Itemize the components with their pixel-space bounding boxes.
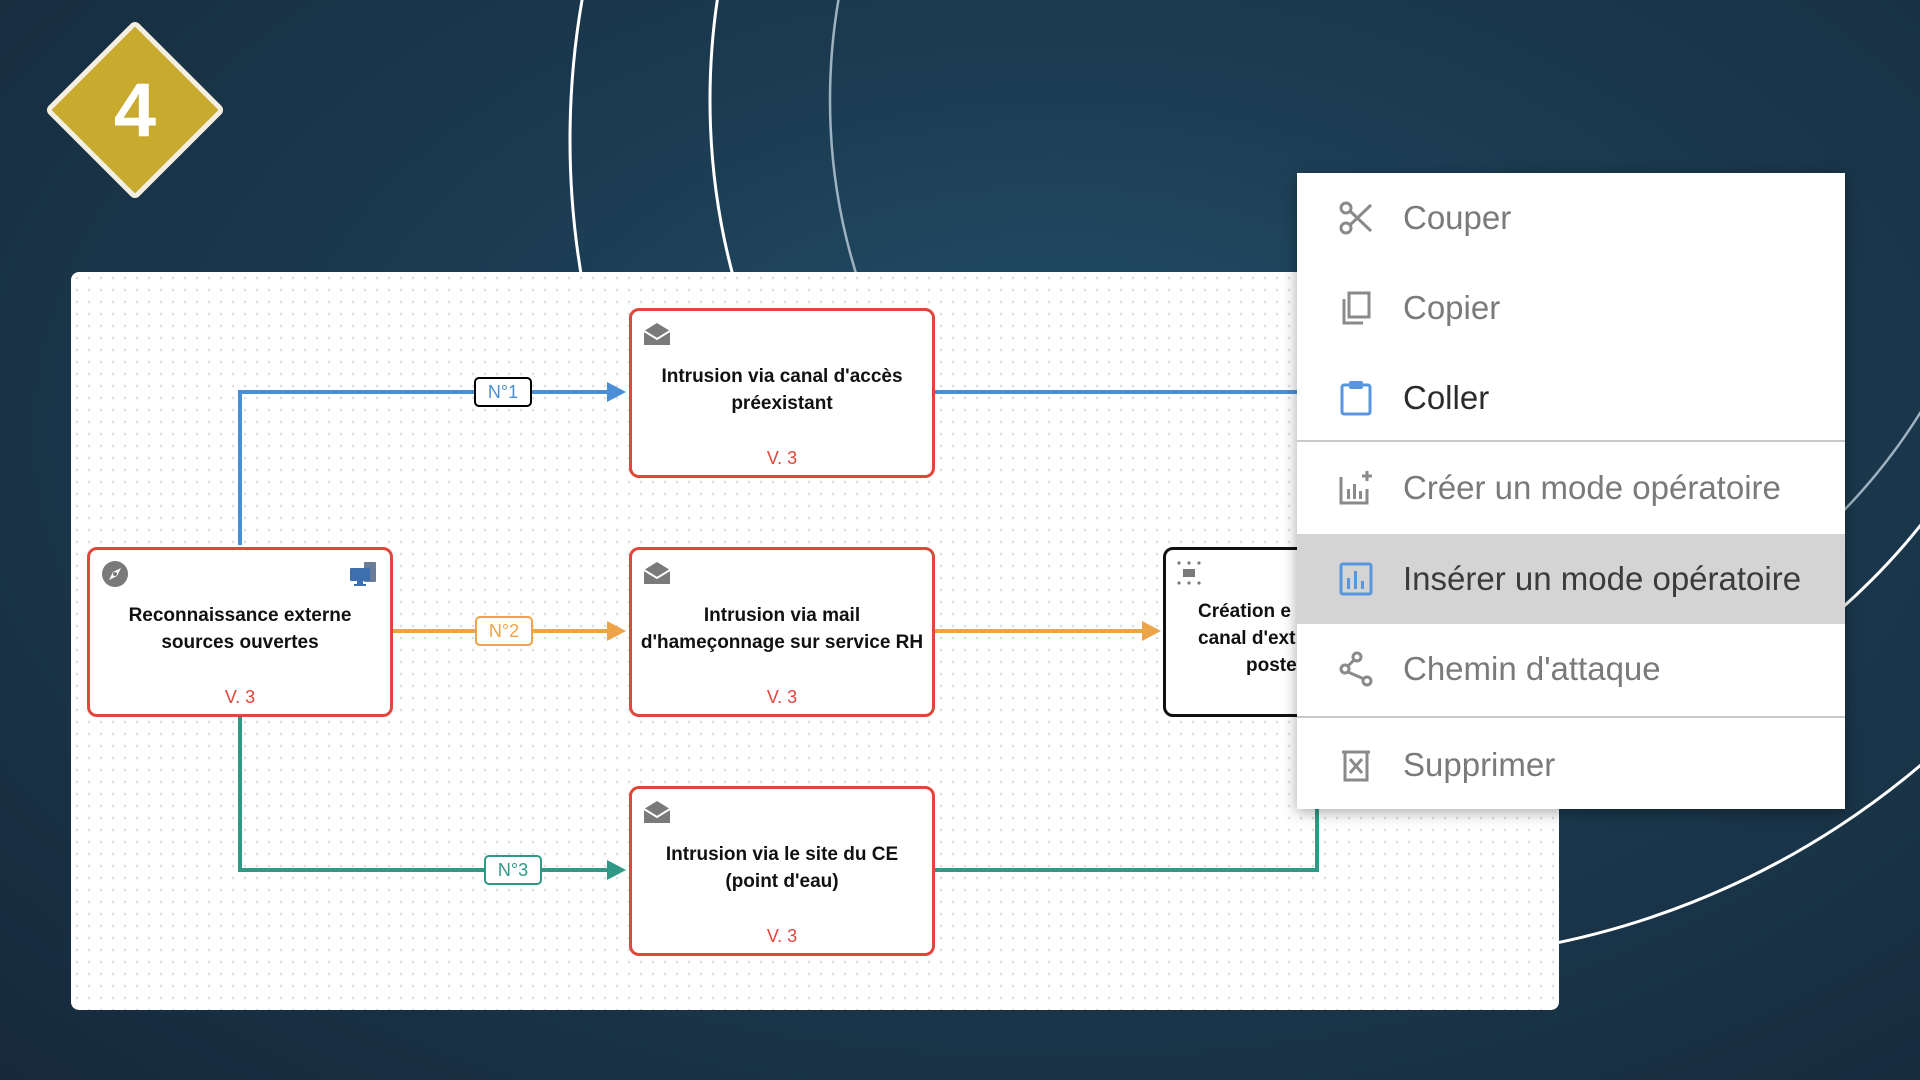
route-1-arrow xyxy=(607,382,626,402)
node-title-line2: sources ouvertes xyxy=(161,632,319,653)
compass-icon xyxy=(100,560,130,588)
menu-item-label: Copier xyxy=(1403,289,1501,326)
menu-item-label: Supprimer xyxy=(1403,745,1556,783)
menu-divider xyxy=(1297,440,1845,442)
route-1-label-text: N°1 xyxy=(487,381,519,402)
chart-add-icon xyxy=(1337,469,1375,507)
menu-item-copier[interactable]: Copier xyxy=(1297,263,1845,353)
route-2-exit-arrow xyxy=(1142,621,1161,641)
node-title-line1: Intrusion via canal d'accès xyxy=(661,366,903,387)
step-badge: 4 xyxy=(44,19,226,201)
menu-item-creer-mode[interactable]: Créer un mode opératoire xyxy=(1297,444,1845,532)
node-title-line2: d'hameçonnage sur service RH xyxy=(640,632,924,653)
menu-item-label: Coller xyxy=(1403,379,1490,416)
menu-item-label: Insérer un mode opératoire xyxy=(1403,560,1802,597)
node-title-line2: canal d'ext xyxy=(1198,628,1296,649)
envelope-icon xyxy=(642,560,672,588)
node-title-line1: Création e xyxy=(1198,601,1291,622)
copy-icon xyxy=(1337,289,1375,327)
node-title: Intrusion via le site du CE (point d'eau… xyxy=(636,841,928,895)
route-3-label-text: N°3 xyxy=(497,859,529,880)
menu-item-couper[interactable]: Couper xyxy=(1297,173,1845,263)
menu-item-chemin-attaque[interactable]: Chemin d'attaque xyxy=(1297,624,1845,714)
node-version: V. 3 xyxy=(766,687,798,707)
node-title-line2: (point d'eau) xyxy=(725,871,839,892)
route-2-arrow xyxy=(607,621,626,641)
route-2-label-text: N°2 xyxy=(488,620,520,641)
clipboard-icon xyxy=(1337,379,1375,417)
node-title: Reconnaissance externe sources ouvertes xyxy=(94,602,386,656)
menu-item-label: Couper xyxy=(1403,199,1512,236)
node-intrusion-canal[interactable]: Intrusion via canal d'accès préexistant … xyxy=(629,308,935,478)
node-version: V. 3 xyxy=(766,926,798,946)
envelope-icon xyxy=(642,799,672,827)
delete-icon xyxy=(1337,746,1375,784)
chart-icon xyxy=(1337,560,1375,598)
node-title-line3: poste xyxy=(1246,655,1297,676)
node-reconnaissance[interactable]: Reconnaissance externe sources ouvertes … xyxy=(87,547,393,717)
context-menu: Couper Copier Coller Créer un mode opéra… xyxy=(1297,173,1845,809)
node-intrusion-mail[interactable]: Intrusion via mail d'hameçonnage sur ser… xyxy=(629,547,935,717)
node-title-line1: Reconnaissance externe xyxy=(128,605,352,626)
node-version: V. 3 xyxy=(766,448,798,468)
route-3-label[interactable]: N°3 xyxy=(484,855,542,885)
route-3-path xyxy=(238,716,611,872)
envelope-icon xyxy=(642,321,672,349)
route-1-path xyxy=(238,390,611,545)
node-title-line1: Intrusion via le site du CE xyxy=(665,844,899,865)
route-2-label[interactable]: N°2 xyxy=(475,616,533,646)
menu-item-inserer-mode[interactable]: Insérer un mode opératoire xyxy=(1297,534,1845,624)
menu-item-coller[interactable]: Coller xyxy=(1297,353,1845,443)
devices-icon xyxy=(348,560,378,588)
share-path-icon xyxy=(1337,650,1375,688)
node-title: Intrusion via mail d'hameçonnage sur ser… xyxy=(636,602,928,656)
route-3-arrow xyxy=(607,860,626,880)
node-title: Création e canal d'ext poste xyxy=(1172,598,1322,679)
route-1-label[interactable]: N°1 xyxy=(474,377,532,407)
scissors-icon xyxy=(1337,199,1375,237)
menu-item-supprimer[interactable]: Supprimer xyxy=(1297,720,1845,809)
node-version: V. 3 xyxy=(224,687,256,707)
menu-divider xyxy=(1297,716,1845,718)
menu-item-label: Créer un mode opératoire xyxy=(1403,469,1781,506)
menu-item-label: Chemin d'attaque xyxy=(1403,650,1661,687)
node-intrusion-site-ce[interactable]: Intrusion via le site du CE (point d'eau… xyxy=(629,786,935,956)
route-3-exit xyxy=(934,772,1319,872)
step-number: 4 xyxy=(113,67,157,153)
node-title-line2: préexistant xyxy=(731,393,833,414)
node-title: Intrusion via canal d'accès préexistant xyxy=(636,363,928,417)
node-title-line1: Intrusion via mail xyxy=(703,605,861,626)
network-icon xyxy=(1176,560,1206,588)
